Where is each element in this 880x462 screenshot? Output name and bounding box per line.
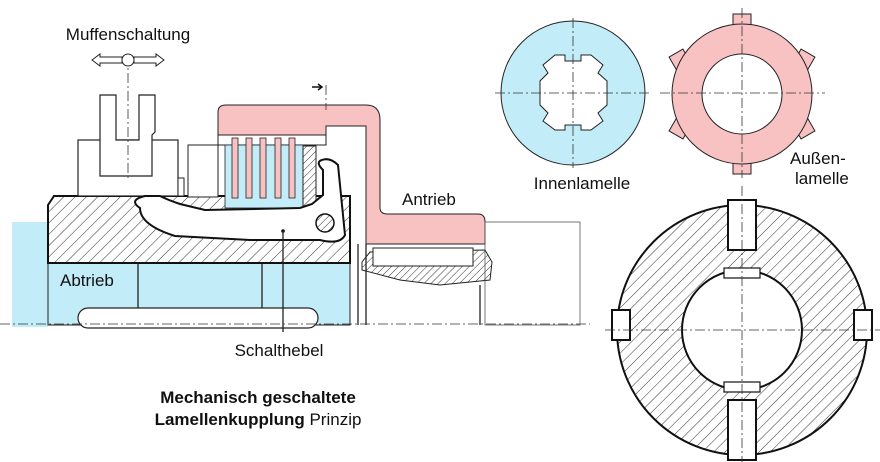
section-view: Muffenschaltung Abtrieb Antrieb Schalthe… xyxy=(0,25,590,360)
shaft-groove xyxy=(77,307,319,329)
inner-plate-view: Innenlamelle xyxy=(495,18,650,193)
title-line-1: Mechanisch geschaltete xyxy=(160,388,356,407)
label-aussenlamelle-1: Außen- xyxy=(790,149,846,168)
outer-plate-view: Außen- lamelle xyxy=(660,8,849,188)
output-shaft xyxy=(12,222,48,327)
hub-cross-section xyxy=(605,186,880,462)
outer-plates xyxy=(231,137,296,199)
label-antrieb: Antrieb xyxy=(402,190,456,209)
shift-fork xyxy=(99,94,156,177)
label-innenlamelle: Innenlamelle xyxy=(534,174,630,193)
title-rest: Prinzip xyxy=(305,410,362,429)
shift-lever xyxy=(134,158,347,243)
gap-arrow-icon xyxy=(312,83,324,91)
label-aussenlamelle-2: lamelle xyxy=(795,169,849,188)
drive-housing xyxy=(217,104,486,245)
title-bold: Lamellenkupplung xyxy=(155,410,305,429)
pressure-plate xyxy=(302,145,317,209)
label-muffenschaltung: Muffenschaltung xyxy=(66,25,190,44)
shift-arrow-icon xyxy=(91,53,165,67)
lever-pin xyxy=(315,213,335,233)
label-abtrieb: Abtrieb xyxy=(60,271,114,290)
title-line-2: Lamellenkupplung Prinzip xyxy=(155,410,362,429)
label-schalthebel: Schalthebel xyxy=(235,341,324,360)
